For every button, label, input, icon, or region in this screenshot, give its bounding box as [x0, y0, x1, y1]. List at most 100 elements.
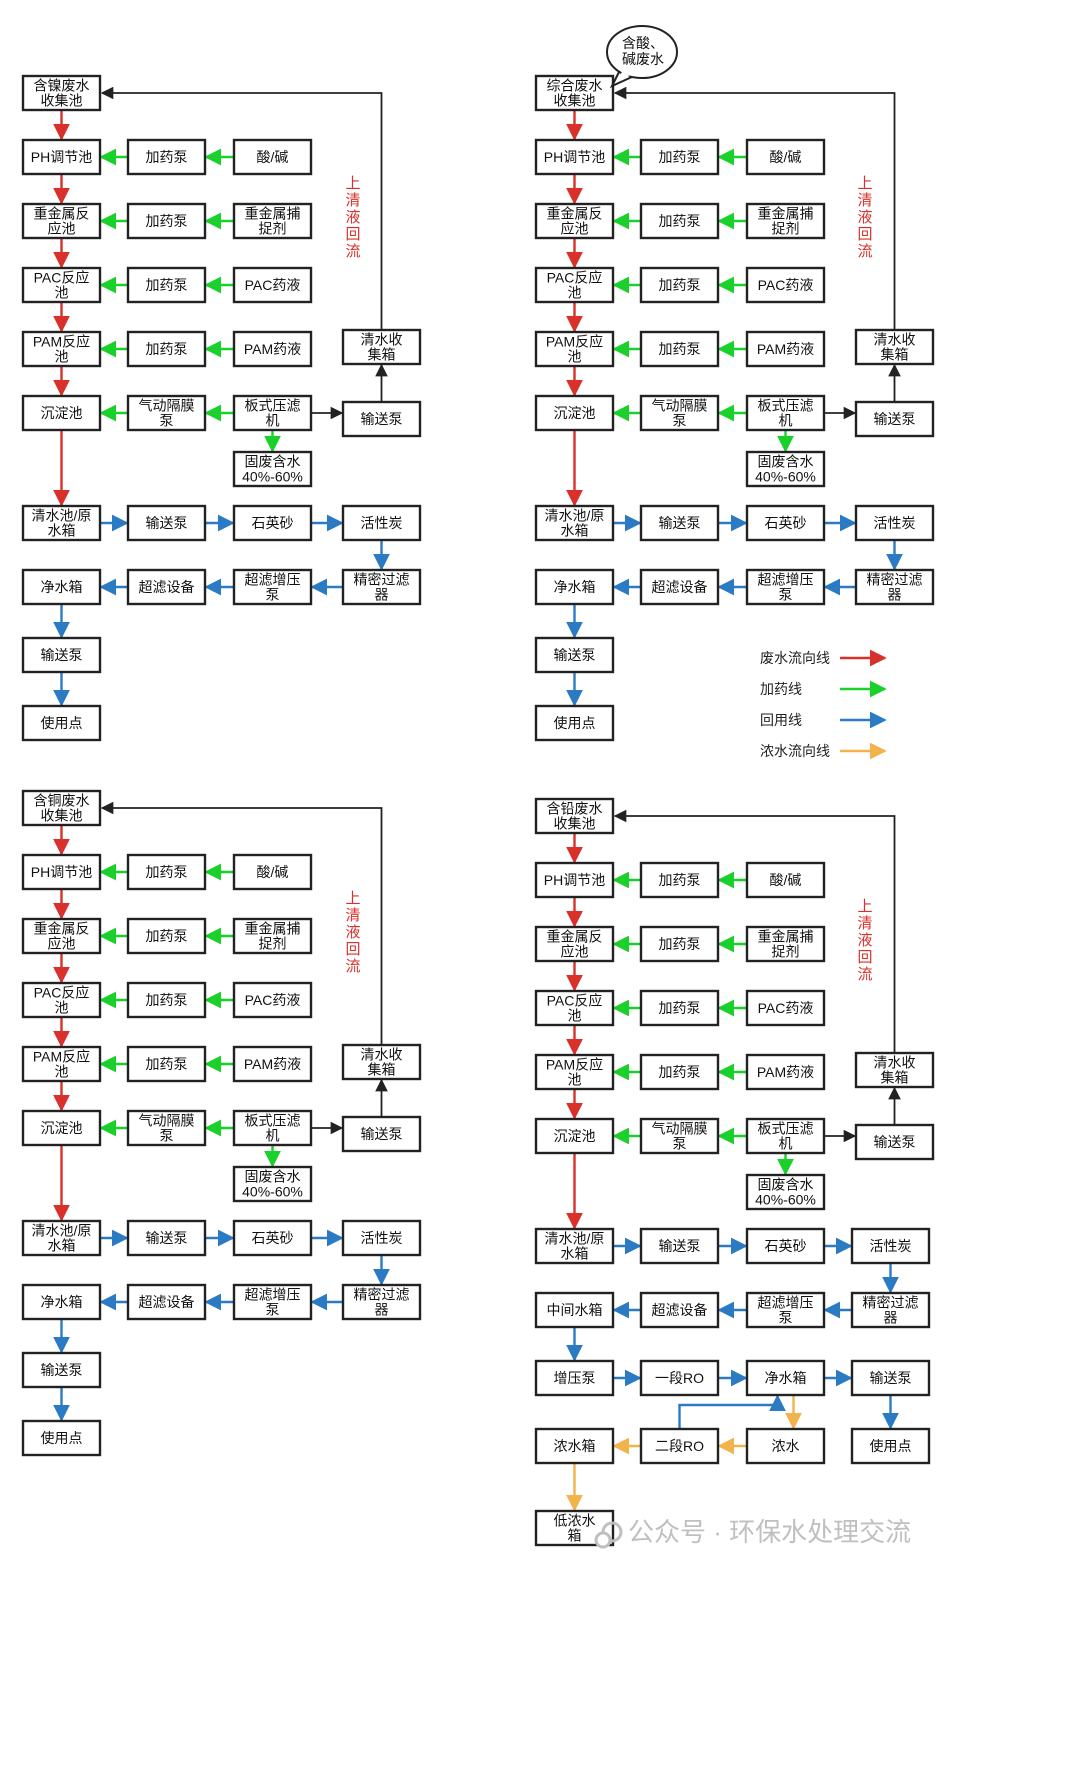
box-frame	[126, 330, 207, 368]
box-p2: 输送泵	[126, 504, 207, 542]
box-label: 固废含水	[758, 454, 814, 470]
box-label: PAM药液	[757, 1064, 814, 1080]
box-p3: 输送泵	[21, 1351, 102, 1389]
box-label: 应池	[48, 221, 76, 237]
box-label: 活性炭	[870, 1238, 912, 1254]
box-frame	[639, 1359, 720, 1397]
box-label: 使用点	[554, 715, 596, 731]
box-frame	[534, 1291, 615, 1329]
box-b2: PH调节池	[534, 138, 615, 176]
box-frame	[639, 1227, 720, 1265]
box-pump2: 加药泵	[639, 202, 720, 240]
box-ro2: 二段RO	[639, 1427, 720, 1465]
box-frame	[639, 861, 720, 899]
box-label: 清水收	[361, 1047, 403, 1063]
box-uf: 超滤设备	[126, 1283, 207, 1321]
box-label: 加药泵	[146, 1056, 188, 1072]
box-label: 使用点	[870, 1438, 912, 1454]
box-label: 捉剂	[772, 221, 800, 237]
box-pac: PAC药液	[232, 266, 313, 304]
box-label: 超滤增压	[245, 1287, 301, 1303]
box-p2: 输送泵	[126, 1219, 207, 1257]
return-label-char: 回	[345, 941, 360, 958]
box-frame	[850, 1427, 931, 1465]
box-b6: 沉淀池	[534, 394, 615, 432]
box-water: 净水箱	[21, 1283, 102, 1321]
note-bubble: 含酸、碱废水	[606, 25, 678, 89]
box-frame	[534, 568, 615, 606]
box-frame	[21, 568, 102, 606]
box-pac: PAC药液	[745, 989, 826, 1027]
box-frame	[232, 504, 313, 542]
box-label: 活性炭	[361, 515, 403, 531]
box-frame	[745, 394, 826, 432]
box-label: 输送泵	[874, 411, 916, 427]
box-label: PAM反应	[33, 334, 90, 350]
box-frame	[21, 266, 102, 304]
box-pump1: 加药泵	[639, 861, 720, 899]
box-label: 器	[884, 1310, 898, 1326]
box-frame	[21, 917, 102, 955]
box-label: 加药泵	[659, 213, 701, 229]
box-b2: PH调节池	[21, 853, 102, 891]
box-frame	[639, 266, 720, 304]
box-frame	[745, 1117, 826, 1155]
box-label: 捉剂	[259, 221, 287, 237]
box-label: 板式压滤	[245, 398, 301, 414]
box-sendpump: 输送泵	[341, 400, 422, 438]
box-frame	[232, 202, 313, 240]
box-label: 浓水	[772, 1438, 800, 1454]
box-frame	[534, 797, 615, 835]
watermark-text: 公众号 · 环保水处理交流	[628, 1517, 911, 1547]
box-label: 板式压滤	[758, 1121, 814, 1137]
box-label: 活性炭	[874, 515, 916, 531]
box-label: 加药泵	[659, 277, 701, 293]
box-label: PAC反应	[547, 993, 603, 1009]
box-label: 池	[55, 1000, 69, 1016]
box-frame	[639, 925, 720, 963]
box-frame	[126, 917, 207, 955]
box-frame	[639, 1053, 720, 1091]
box-label: 机	[266, 1128, 280, 1144]
box-label: PH调节池	[31, 864, 92, 880]
watermark: 公众号 · 环保水处理交流	[594, 1517, 911, 1549]
box-label: 中间水箱	[547, 1302, 603, 1318]
box-conc: 浓水	[745, 1427, 826, 1465]
box-frame	[21, 1351, 102, 1389]
box-uf: 超滤设备	[639, 568, 720, 606]
box-label: 泵	[779, 1310, 793, 1326]
bubble-text: 碱废水	[622, 51, 664, 67]
box-frame	[21, 202, 102, 240]
box-label: 重金属捕	[758, 929, 814, 945]
return-label-char: 液	[345, 924, 360, 941]
box-b2: PH调节池	[534, 861, 615, 899]
box-pac: PAC药液	[745, 266, 826, 304]
box-frame	[854, 504, 935, 542]
box-label: 板式压滤	[758, 398, 814, 414]
box-pam: PAM药液	[232, 330, 313, 368]
return-label-char: 清	[345, 192, 360, 209]
box-label: 固废含水	[245, 1169, 301, 1185]
box-water: 净水箱	[21, 568, 102, 606]
box-frame	[341, 1283, 422, 1321]
box-frame	[639, 202, 720, 240]
return-label-char: 上	[857, 175, 872, 192]
box-frame	[126, 1283, 207, 1321]
box-frame	[232, 394, 313, 432]
box-rawbox: 清水池/原水箱	[534, 504, 615, 542]
box-label: 应池	[48, 936, 76, 952]
box-carbon: 活性炭	[850, 1227, 931, 1265]
bubble-shape	[606, 25, 678, 79]
box-frame	[534, 202, 615, 240]
box-label: 收集池	[554, 93, 596, 109]
box-sand: 石英砂	[745, 1227, 826, 1265]
box-frame	[126, 568, 207, 606]
